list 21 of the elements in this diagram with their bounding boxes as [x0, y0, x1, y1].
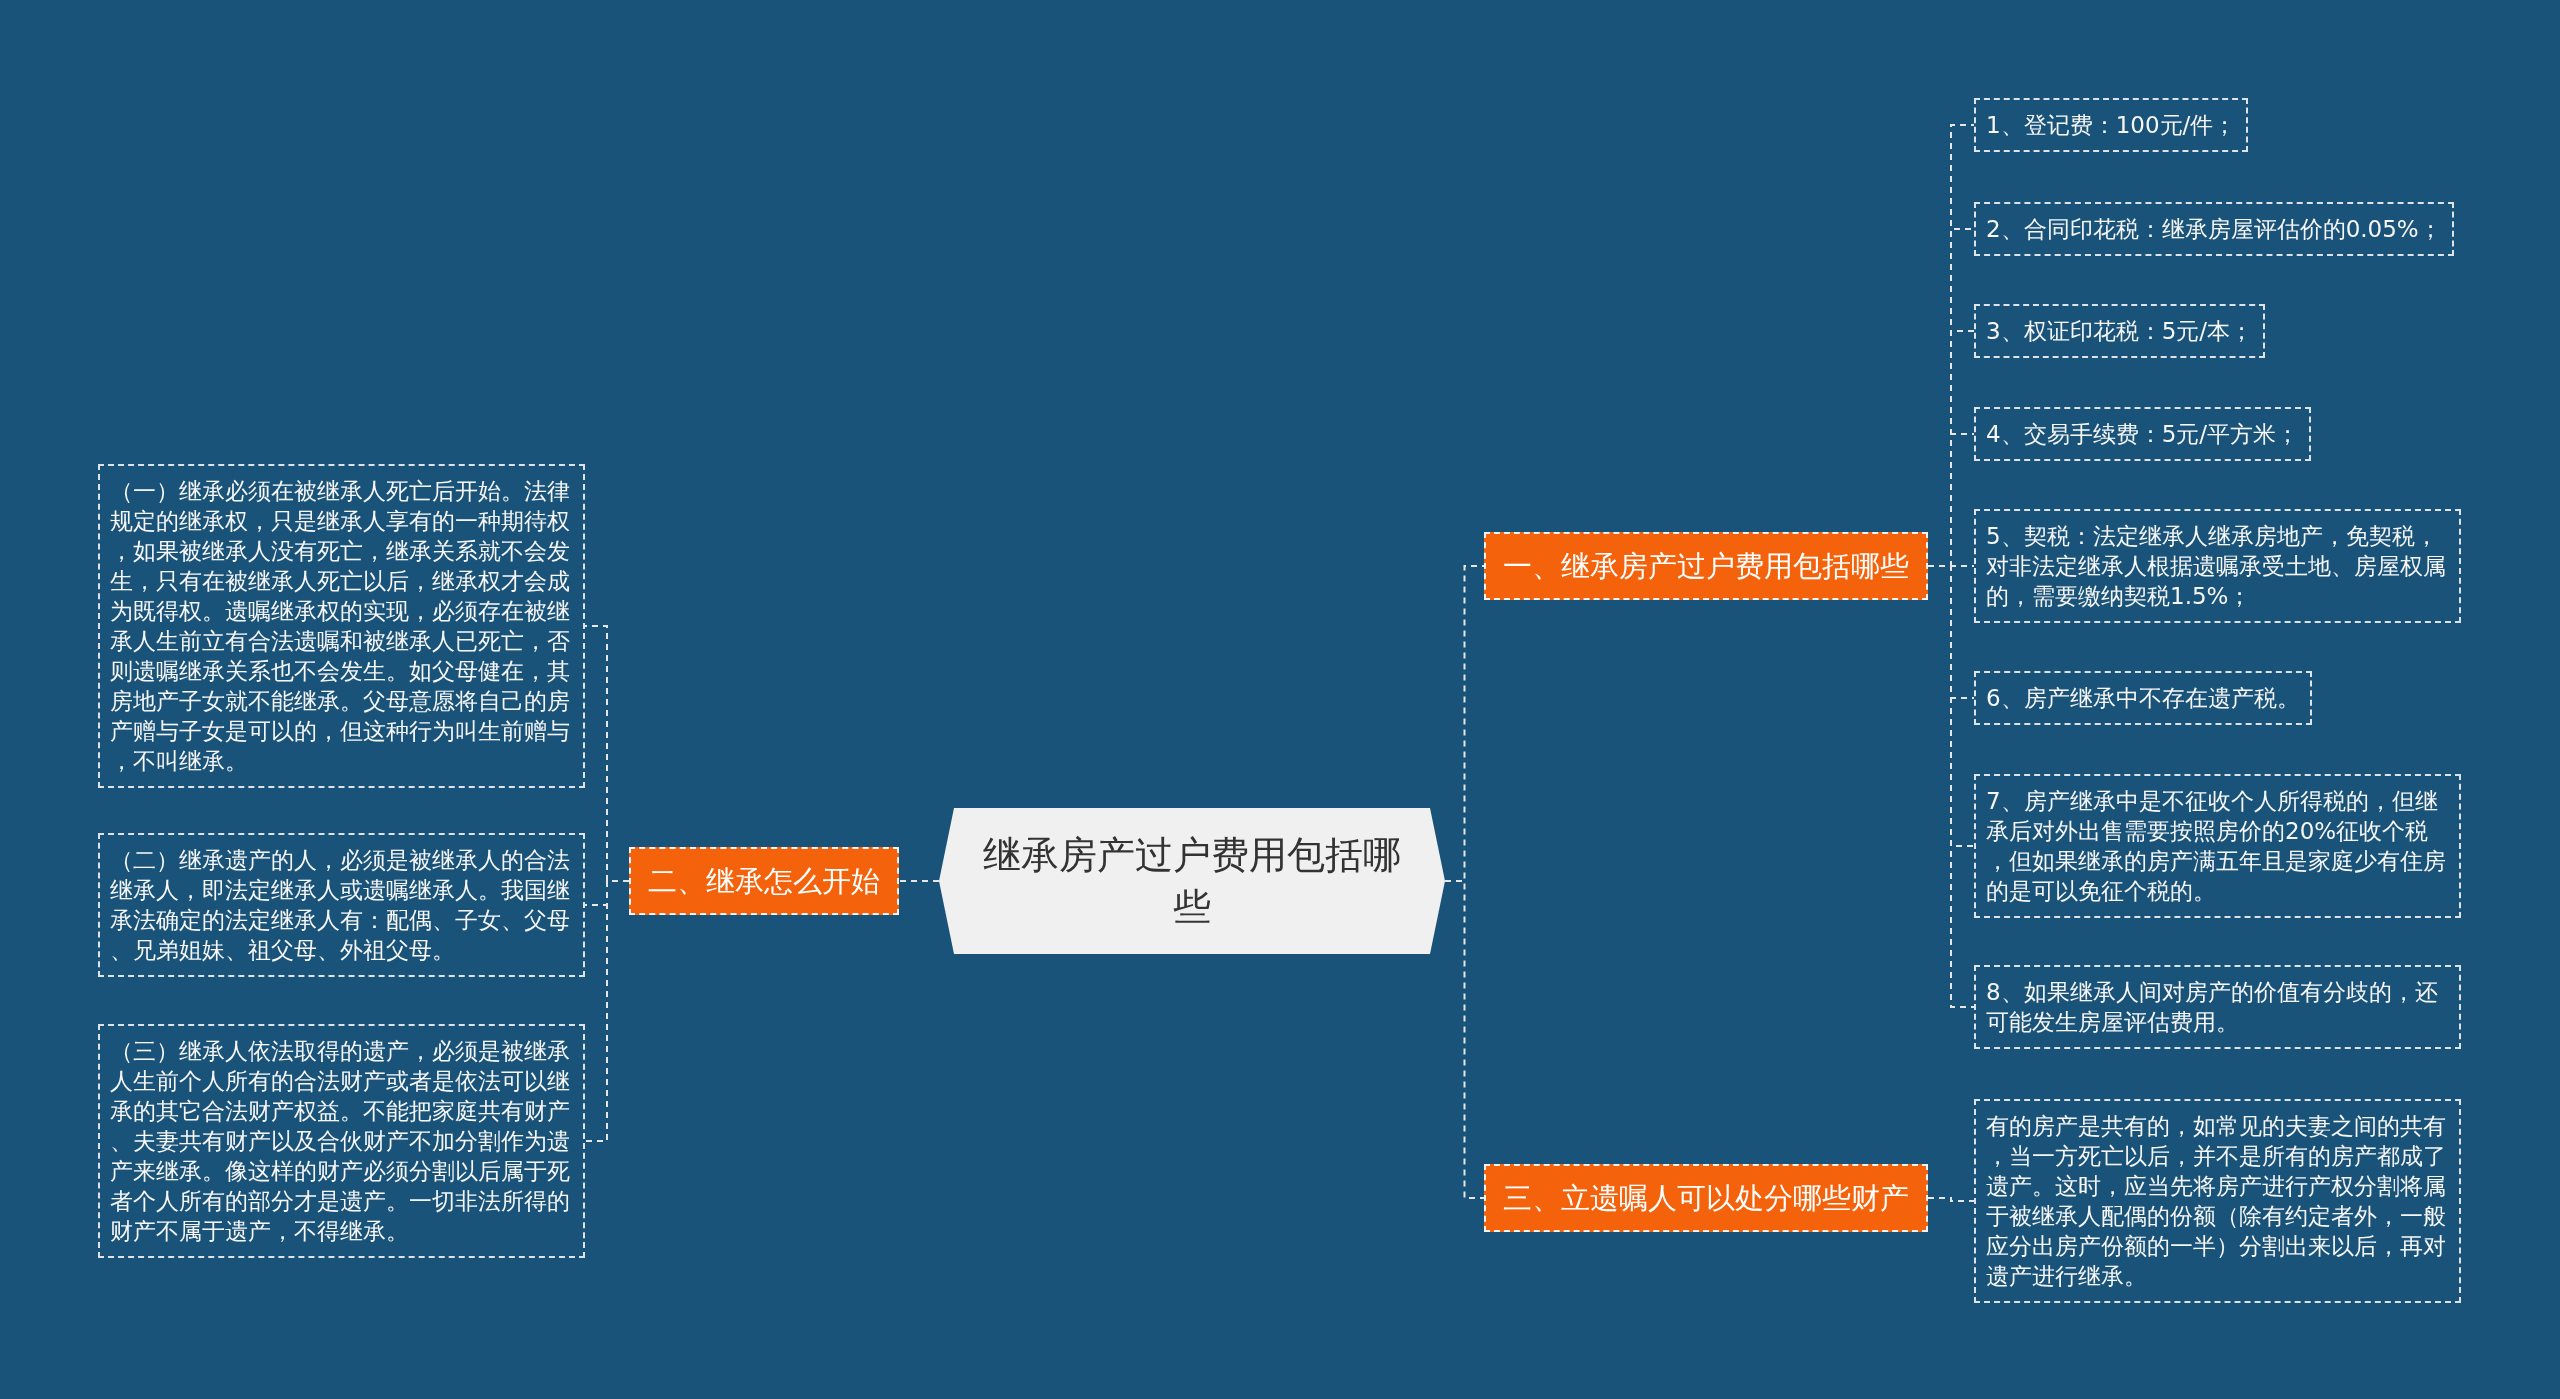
connector-line: [1444, 565, 1485, 1199]
branch-topic-box: 二、继承怎么开始: [629, 847, 899, 915]
branch-topic-box: 一、继承房产过户费用包括哪些: [1484, 532, 1928, 600]
note-box: 7、房产继承中是不征收个人所得税的，但继承后对外出售需要按照房价的20%征收个税，但如果继承的房产满五年且是家庭少有住房的是可以免征个税的。: [1974, 774, 2461, 918]
connector-line: [584, 625, 630, 1142]
note-box: （三）继承人依法取得的遗产，必须是被继承人生前个人所有的合法财产或者是依法可以继承的其它合法财产权益。不能把家庭共有财产、夫妻共有财产以及合伙财产不加分割作为遗产来继承。像这样的财产必须分割以后属于死者个人所有的部分才是遗产。一切非法所得的财产不属于遗产，不得继承。: [98, 1024, 585, 1258]
branch-topic-box: 三、立遗嘱人可以处分哪些财产: [1484, 1164, 1928, 1232]
connector-line: [898, 880, 940, 882]
connector-line: [1927, 124, 1975, 1008]
note-box: 8、如果继承人间对房产的价值有分歧的，还可能发生房屋评估费用。: [1974, 965, 2461, 1049]
note-box: 6、房产继承中不存在遗产税。: [1974, 671, 2312, 725]
note-box: 4、交易手续费：5元/平方米；: [1974, 407, 2311, 461]
connector-line: [1927, 1197, 1975, 1202]
central-topic-box: 继承房产过户费用包括哪些: [939, 808, 1445, 954]
note-box: 2、合同印花税：继承房屋评估价的0.05%；: [1974, 202, 2454, 256]
note-box: 5、契税：法定继承人继承房地产，免契税，对非法定继承人根据遗嘱承受土地、房屋权属的，需要缴纳契税1.5%；: [1974, 509, 2461, 623]
note-box: 3、权证印花税：5元/本；: [1974, 304, 2265, 358]
note-box: （一）继承必须在被继承人死亡后开始。法律规定的继承权，只是继承人享有的一种期待权，如果被继承人没有死亡，继承关系就不会发生，只有在被继承人死亡以后，继承权才会成为既得权。遗嘱继承权的实现，必须存在被继承人生前立有合法遗嘱和被继承人已死亡，否则遗嘱继承关系也不会发生。如父母健在，其房地产子女就不能继承。父母意愿将自己的房产赠与子女是可以的，但这种行为叫生前赠与，不叫继承。: [98, 464, 585, 788]
note-box: 1、登记费：100元/件；: [1974, 98, 2249, 152]
note-box: （二）继承遗产的人，必须是被继承人的合法继承人，即法定继承人或遗嘱继承人。我国继承法确定的法定继承人有：配偶、子女、父母、兄弟姐妹、祖父母、外祖父母。: [98, 833, 585, 977]
note-box: 有的房产是共有的，如常见的夫妻之间的共有，当一方死亡以后，并不是所有的房产都成了遗产。这时，应当先将房产进行产权分割将属于被继承人配偶的份额（除有约定者外，一般应分出房产份额的一半）分割出来以后，再对遗产进行继承。: [1974, 1099, 2461, 1303]
